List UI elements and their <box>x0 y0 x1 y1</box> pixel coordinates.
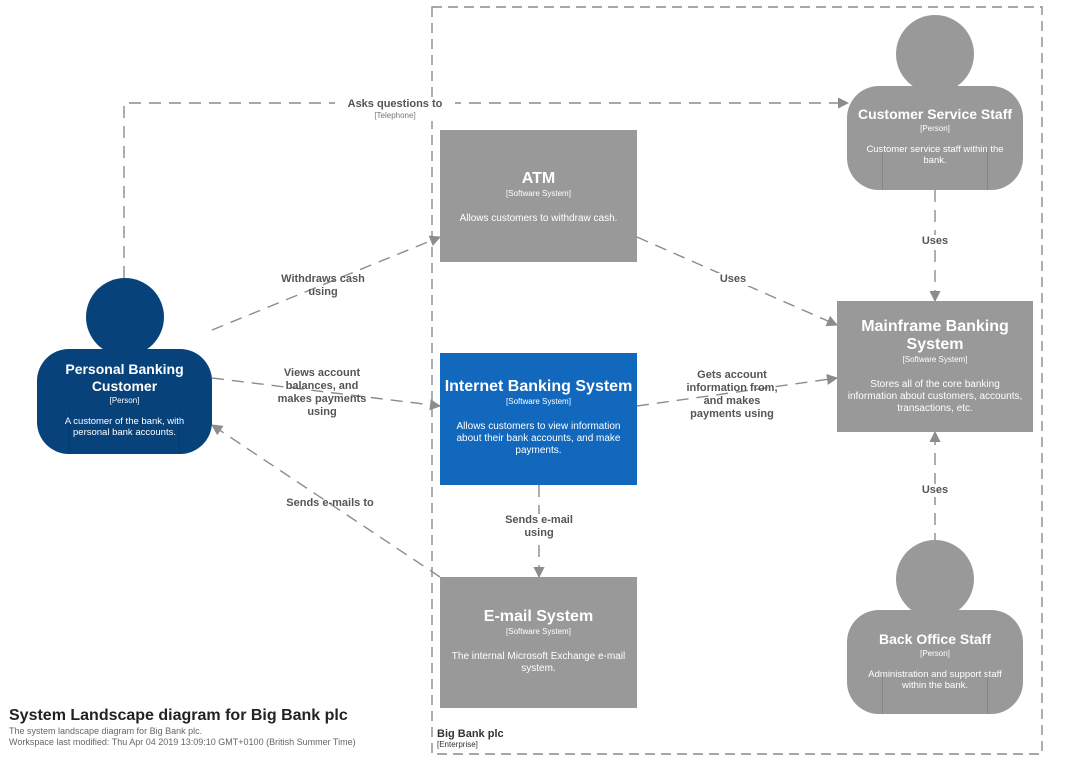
atm-type: [Software System] <box>506 189 571 198</box>
rel-label-views: Views account balances, and makes paymen… <box>267 367 377 419</box>
customer-type: [Person] <box>109 396 140 405</box>
customer-description: A customer of the bank, with personal ba… <box>64 416 185 438</box>
enterprise-label: Big Bank plc [Enterprise] <box>437 728 504 750</box>
customer-head <box>86 278 164 356</box>
mainframe-name: Mainframe Banking System <box>861 318 1009 353</box>
rel-label-bo-uses: Uses <box>915 484 955 497</box>
rel-line-withdraws <box>211 235 442 331</box>
enterprise-boundary <box>431 6 1043 755</box>
ibs-name: Internet Banking System <box>444 378 633 395</box>
rel-gets-text: Gets account information from, and makes… <box>686 369 778 420</box>
email-description: The internal Microsoft Exchange e-mail s… <box>451 651 626 674</box>
atm-description: Allows customers to withdraw cash. <box>459 213 618 224</box>
enterprise-type: [Enterprise] <box>437 740 478 749</box>
rel-sends-to-text: Sends e-mails to <box>286 497 374 509</box>
rel-sends-using-text: Sends e-mail using <box>505 514 573 539</box>
rel-label-withdraws: Withdraws cash using <box>277 273 369 299</box>
diagram-subtitle: The system landscape diagram for Big Ban… <box>9 726 203 736</box>
internet-banking-system[interactable]: Internet Banking System [Software System… <box>440 353 637 485</box>
rel-label-atm-uses: Uses <box>712 273 754 286</box>
rel-asks-text: Asks questions to <box>347 98 443 110</box>
atm-name: ATM <box>521 170 556 187</box>
bo-left-arm <box>882 672 883 714</box>
mainframe-type: [Software System] <box>902 355 968 364</box>
email-name: E-mail System <box>483 608 594 625</box>
rel-line-gets <box>636 373 839 407</box>
rel-views-text: Views account balances, and makes paymen… <box>277 367 367 418</box>
rel-label-gets: Gets account information from, and makes… <box>677 369 787 421</box>
rel-label-sends-using: Sends e-mail using <box>499 514 579 540</box>
customer-service-person[interactable]: Customer Service Staff [Person] Customer… <box>847 86 1023 190</box>
ibs-type: [Software System] <box>506 397 571 406</box>
diagram-footer: System Landscape diagram for Big Bank pl… <box>9 706 356 748</box>
atm-system[interactable]: ATM [Software System] Allows customers t… <box>440 130 637 262</box>
css-left-arm <box>882 148 883 190</box>
css-right-arm <box>987 148 988 190</box>
ibs-description: Allows customers to view information abo… <box>456 421 621 456</box>
css-description: Customer service staff within the bank. <box>866 144 1004 166</box>
customer-right-arm <box>179 411 180 454</box>
mainframe-system[interactable]: Mainframe Banking System [Software Syste… <box>837 301 1033 432</box>
bo-right-arm <box>987 672 988 714</box>
enterprise-name: Big Bank plc <box>437 728 504 740</box>
css-type: [Person] <box>920 124 950 133</box>
css-name: Customer Service Staff <box>857 106 1013 122</box>
rel-atm-uses-text: Uses <box>719 273 747 285</box>
rel-line-views <box>211 377 442 411</box>
rel-asks-tech: [Telephone] <box>374 111 416 120</box>
rel-label-asks: Asks questions to [Telephone] <box>335 98 455 121</box>
rel-label-css-uses: Uses <box>915 235 955 248</box>
diagram-title: System Landscape diagram for Big Bank pl… <box>9 707 348 724</box>
diagram-modified: Workspace last modified: Thu Apr 04 2019… <box>9 737 356 747</box>
rel-withdraws-text: Withdraws cash using <box>281 273 365 298</box>
customer-name: Personal Banking Customer <box>65 361 184 394</box>
back-office-person[interactable]: Back Office Staff [Person] Administratio… <box>847 610 1023 714</box>
mainframe-description: Stores all of the core banking informati… <box>847 379 1023 414</box>
rel-bo-uses-text: Uses <box>921 484 949 496</box>
customer-person[interactable]: Personal Banking Customer [Person] A cus… <box>37 349 212 454</box>
css-head <box>896 15 974 93</box>
rel-label-sends-to: Sends e-mails to <box>270 497 390 510</box>
email-system[interactable]: E-mail System [Software System] The inte… <box>440 577 637 708</box>
bo-description: Administration and support staff within … <box>868 669 1002 691</box>
bo-head <box>896 540 974 618</box>
bo-type: [Person] <box>920 649 950 658</box>
customer-left-arm <box>69 411 70 454</box>
bo-name: Back Office Staff <box>878 631 992 647</box>
email-type: [Software System] <box>506 627 571 636</box>
rel-css-uses-text: Uses <box>921 235 949 247</box>
rel-line-sends-to <box>211 424 441 578</box>
